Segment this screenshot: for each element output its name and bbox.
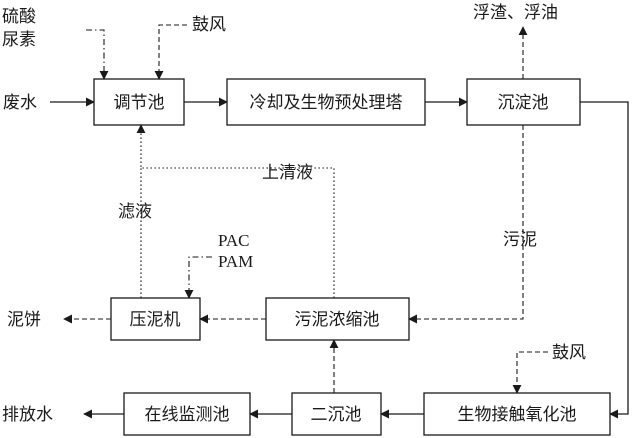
pac-pam-dosing-line — [184, 256, 212, 299]
cooling-tower-box — [226, 78, 426, 126]
secondary-clarifier-label: 二沉池 — [311, 405, 362, 425]
cooling-tower-label: 冷却及生物预处理塔 — [250, 93, 403, 113]
filter-press-label: 压泥机 — [130, 310, 181, 330]
regulating-tank-label: 调节池 — [114, 93, 165, 113]
online-monitoring-label: 在线监测池 — [145, 405, 230, 425]
chemical-dosing-line — [86, 29, 109, 80]
air-bottom-label: 鼓风 — [552, 343, 586, 363]
chemical-label-urea: 尿素 — [2, 30, 36, 50]
sedimentation-to-oxidation-line — [580, 101, 629, 419]
contact-oxidation-label: 生物接触氧化池 — [458, 405, 577, 425]
filtrate-label: 滤液 — [118, 202, 152, 222]
sludge-thickener-label: 污泥浓缩池 — [295, 310, 380, 330]
pac-label: PAC — [218, 231, 250, 250]
secondary-clarifier-box — [291, 392, 382, 436]
sludge-line — [408, 125, 524, 324]
regulating-tank-box — [93, 78, 185, 126]
sludge-cake-label: 泥饼 — [7, 310, 41, 330]
air-top-line — [154, 24, 187, 80]
sludge-label: 污泥 — [503, 230, 537, 250]
supernatant-line — [136, 124, 335, 298]
sedimentation-tank-label: 沉淀池 — [498, 93, 549, 113]
supernatant-label: 上清液 — [262, 163, 313, 183]
air-top-label: 鼓风 — [192, 15, 226, 35]
scum-oil-label: 浮渣、浮油 — [473, 3, 558, 23]
discharge-label: 排放水 — [2, 405, 53, 425]
air-bottom-line — [512, 351, 548, 394]
wastewater-label: 废水 — [3, 93, 37, 113]
chemical-label-sulfuric-acid: 硫酸 — [2, 7, 36, 27]
pam-label: PAM — [218, 252, 253, 271]
